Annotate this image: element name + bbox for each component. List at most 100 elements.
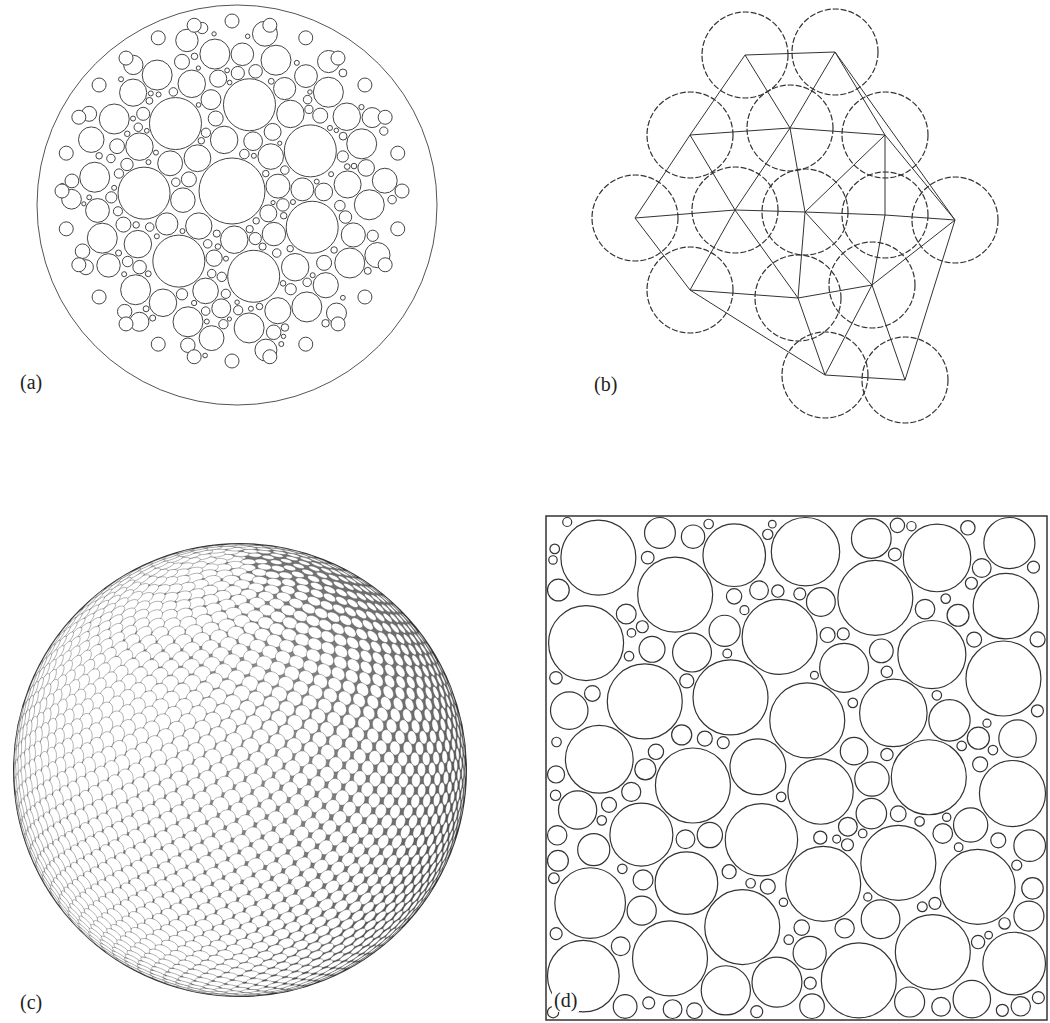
- packed-disc: [597, 816, 607, 826]
- packed-disc: [687, 1003, 703, 1019]
- dashed-circle: [792, 9, 878, 95]
- packed-disc: [768, 520, 776, 528]
- packed-circle: [279, 342, 284, 347]
- packed-circle: [176, 289, 187, 300]
- packed-circle: [203, 353, 208, 358]
- packed-disc: [655, 852, 718, 915]
- packed-circle: [290, 200, 295, 205]
- sphere-cell: [458, 713, 461, 725]
- packed-disc: [771, 518, 839, 586]
- packed-circle: [79, 127, 105, 153]
- sphere-cell: [413, 899, 423, 911]
- packed-circle: [313, 77, 343, 107]
- packed-circle: [322, 319, 330, 327]
- packed-circle: [119, 77, 124, 82]
- sphere-cell: [205, 545, 223, 549]
- panel-label: (c): [18, 990, 44, 1014]
- packed-circle: [184, 145, 211, 172]
- packed-disc: [663, 1000, 682, 1019]
- packed-disc: [898, 621, 966, 689]
- packed-circle: [186, 213, 212, 239]
- packed-circle: [145, 223, 154, 232]
- packed-disc: [681, 525, 704, 548]
- sphere-cell: [188, 989, 205, 993]
- sphere-cell: [356, 953, 369, 962]
- packed-circle: [121, 158, 133, 170]
- sphere-cell: [429, 879, 437, 891]
- sphere-cell: [359, 953, 371, 961]
- dashed-circle: [842, 92, 928, 178]
- packed-disc: [991, 833, 1006, 848]
- sphere-cell: [345, 570, 357, 577]
- packed-disc: [717, 737, 729, 749]
- sphere-cell: [415, 686, 426, 701]
- packed-disc: [751, 1006, 763, 1018]
- sphere-cell: [457, 818, 461, 830]
- packed-circle: [335, 248, 365, 278]
- packed-circle: [148, 91, 153, 96]
- packed-disc: [888, 548, 901, 561]
- packed-circle: [174, 54, 189, 69]
- packed-circle: [86, 199, 110, 223]
- sphere-cell: [386, 631, 399, 645]
- packed-disc: [643, 997, 655, 1009]
- packed-disc: [786, 846, 861, 921]
- packed-disc: [1027, 561, 1039, 573]
- packed-disc: [820, 628, 835, 643]
- packed-circle: [187, 350, 201, 364]
- packed-disc: [973, 757, 988, 772]
- packed-circle: [87, 195, 92, 200]
- sphere-cell: [451, 738, 456, 751]
- packed-circle: [121, 275, 151, 305]
- sphere-cell: [443, 771, 449, 784]
- sphere-cell: [459, 758, 462, 770]
- sphere-cell: [392, 927, 402, 937]
- sphere-cell: [445, 849, 451, 861]
- packed-disc: [705, 890, 780, 965]
- packed-disc: [983, 932, 1046, 995]
- packed-circle: [271, 200, 275, 204]
- packed-circle: [72, 258, 86, 272]
- sphere-cell: [418, 632, 426, 642]
- packed-disc: [858, 829, 867, 838]
- dashed-circle: [692, 167, 778, 253]
- packed-circle: [96, 153, 103, 160]
- packed-circle: [92, 78, 106, 92]
- packed-circle: [231, 43, 254, 66]
- sphere-cell: [291, 986, 306, 991]
- packed-circle: [156, 213, 178, 235]
- packed-circle: [327, 125, 332, 130]
- packed-circle: [339, 132, 347, 140]
- packed-circle: [178, 70, 206, 98]
- packed-disc: [636, 621, 648, 633]
- packed-circle: [207, 269, 216, 278]
- packed-disc: [613, 995, 637, 1019]
- packed-circle: [228, 250, 280, 302]
- panel-label: (a): [18, 370, 44, 394]
- sphere-cell: [390, 642, 403, 656]
- packed-disc: [903, 524, 971, 592]
- packed-circle: [134, 123, 143, 132]
- packed-disc: [933, 824, 953, 844]
- packed-disc: [550, 544, 560, 554]
- packed-disc: [940, 849, 1015, 924]
- packed-circle: [118, 167, 170, 219]
- packed-circle: [248, 306, 253, 311]
- sphere-cell: [425, 888, 433, 899]
- packed-disc: [932, 997, 951, 1016]
- packed-disc: [895, 915, 970, 990]
- packed-circle: [240, 149, 250, 159]
- packed-circle: [146, 160, 151, 165]
- packed-disc: [633, 921, 708, 996]
- packed-circle: [210, 126, 238, 154]
- packed-circle: [380, 127, 388, 135]
- packed-circle: [133, 222, 140, 229]
- packed-circle: [114, 169, 123, 178]
- packed-disc: [672, 725, 692, 745]
- sphere-cell: [425, 642, 433, 653]
- packed-circle: [137, 107, 150, 120]
- packed-disc: [607, 664, 682, 739]
- packed-disc: [861, 900, 900, 939]
- packed-circle: [277, 199, 289, 211]
- packed-disc: [648, 744, 663, 759]
